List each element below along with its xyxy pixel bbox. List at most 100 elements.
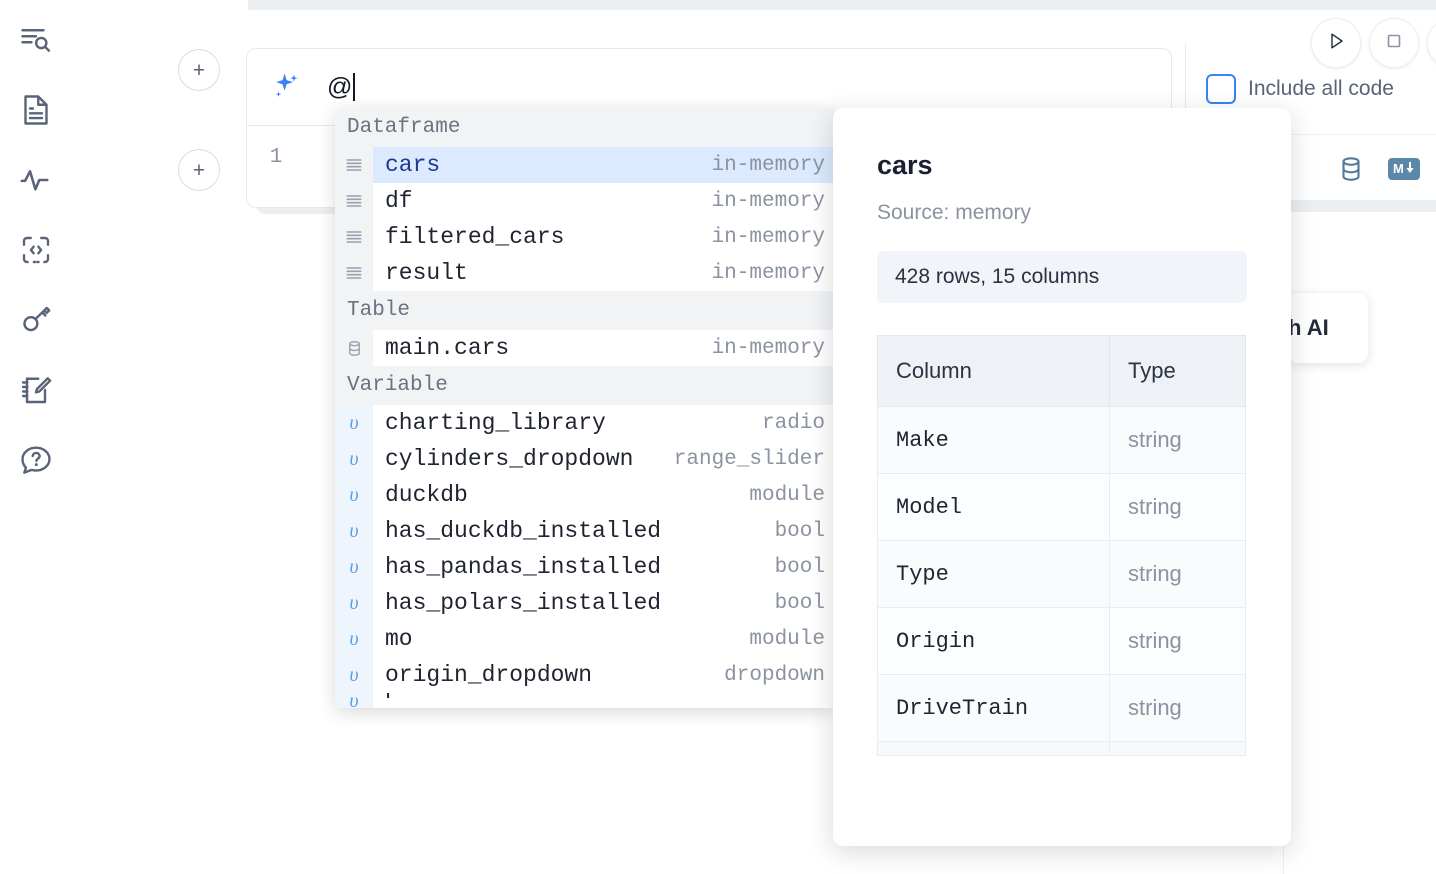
plus-icon: + — [192, 58, 206, 82]
variable-icon: υ — [335, 477, 373, 513]
detail-column-name: Model — [877, 473, 1110, 541]
autocomplete-item-type: module — [749, 627, 825, 651]
autocomplete-item[interactable]: υ pd module — [335, 693, 835, 708]
sidebar-rail — [0, 0, 72, 874]
autocomplete-item-name: has_pandas_installed — [385, 554, 662, 580]
text-caret — [353, 73, 356, 101]
detail-column-type — [1109, 741, 1246, 756]
detail-column-type: string — [1109, 473, 1246, 541]
autocomplete-item-type: dropdown — [724, 663, 825, 687]
autocomplete-item[interactable]: cars in-memory — [335, 147, 835, 183]
variable-icon: υ — [335, 513, 373, 549]
key-icon — [18, 302, 54, 338]
autocomplete-item-name: result — [385, 260, 468, 286]
variable-icon: υ — [335, 657, 373, 693]
autocomplete-item-type: in-memory — [711, 189, 825, 213]
stop-square-icon — [1382, 29, 1406, 58]
notebook-panel-top-edge — [248, 0, 1436, 10]
autocomplete-item-type: module — [749, 693, 825, 699]
markdown-icon[interactable]: M — [1388, 157, 1421, 180]
detail-column-name: Type — [877, 540, 1110, 608]
variable-icon: υ — [335, 405, 373, 441]
outline-search-icon — [18, 22, 54, 58]
dataframe-icon — [335, 219, 373, 255]
autocomplete-item-name: has_polars_installed — [385, 590, 662, 616]
autocomplete-item-type: in-memory — [711, 153, 825, 177]
autocomplete-item-type: in-memory — [711, 261, 825, 285]
plus-icon: + — [192, 158, 206, 182]
ai-prompt-input[interactable]: @ — [327, 72, 356, 102]
autocomplete-item-name: charting_library — [385, 410, 606, 436]
database-icon[interactable] — [1336, 154, 1366, 184]
detail-column-name: Make — [877, 406, 1110, 474]
detail-shape-badge: 428 rows, 15 columns — [877, 251, 1247, 303]
detail-table-header-cell: Column — [877, 335, 1110, 407]
autocomplete-item-name: mo — [385, 626, 413, 652]
variable-icon: υ — [335, 549, 373, 585]
autocomplete-item-type: module — [749, 483, 825, 507]
help-chat-icon — [18, 442, 54, 478]
dataframe-icon — [335, 183, 373, 219]
ai-sparkle-icon — [269, 70, 303, 104]
include-all-code-checkbox[interactable] — [1206, 74, 1236, 104]
autocomplete-item[interactable]: result in-memory — [335, 255, 835, 291]
run-controls — [1311, 18, 1436, 68]
variable-icon: υ — [335, 621, 373, 657]
detail-column-type: string — [1109, 540, 1246, 608]
stop-button[interactable] — [1369, 18, 1419, 68]
dataframe-icon — [335, 147, 373, 183]
ai-prompt-value: @ — [327, 72, 353, 101]
autocomplete-item-name: filtered_cars — [385, 224, 565, 250]
sidebar-item-activity[interactable] — [14, 158, 58, 202]
autocomplete-item-name: pd — [385, 693, 413, 700]
sidebar-item-help[interactable] — [14, 438, 58, 482]
detail-table-header-cell: Type — [1109, 335, 1246, 407]
include-all-code-label: Include all code — [1248, 77, 1394, 100]
autocomplete-item[interactable]: υ has_pandas_installed bool — [335, 549, 835, 585]
run-button[interactable] — [1311, 18, 1361, 68]
add-cell-above-button[interactable]: + — [178, 49, 220, 91]
document-icon — [18, 92, 54, 128]
add-cell-below-button[interactable]: + — [178, 149, 220, 191]
sidebar-item-scratchpad[interactable] — [14, 368, 58, 412]
variable-icon: υ — [335, 441, 373, 477]
autocomplete-item-type: bool — [774, 555, 825, 579]
autocomplete-item-name: cars — [385, 152, 441, 178]
autocomplete-item-name: main.cars — [385, 335, 510, 361]
variable-icon: υ — [335, 585, 373, 621]
play-icon — [1324, 29, 1348, 58]
generate-with-ai-card[interactable]: h AI — [1288, 293, 1368, 363]
autocomplete-item-type: bool — [774, 519, 825, 543]
autocomplete-group-label: Dataframe — [335, 108, 835, 147]
autocomplete-item-name: duckdb — [385, 482, 468, 508]
autocomplete-group-label: Table — [335, 291, 835, 330]
sidebar-item-notebook[interactable] — [14, 88, 58, 132]
detail-table-row-clipped — [877, 741, 1246, 756]
sidebar-item-secrets[interactable] — [14, 298, 58, 342]
dataframe-icon — [335, 255, 373, 291]
sidebar-item-snippets[interactable] — [14, 228, 58, 272]
markdown-badge-letter: M — [1393, 160, 1405, 176]
variable-detail-popup: cars Source: memory 428 rows, 15 columns… — [833, 108, 1291, 846]
detail-source: Source: memory — [877, 201, 1032, 224]
variable-icon: υ — [335, 693, 373, 708]
sidebar-item-outline[interactable] — [14, 18, 58, 62]
